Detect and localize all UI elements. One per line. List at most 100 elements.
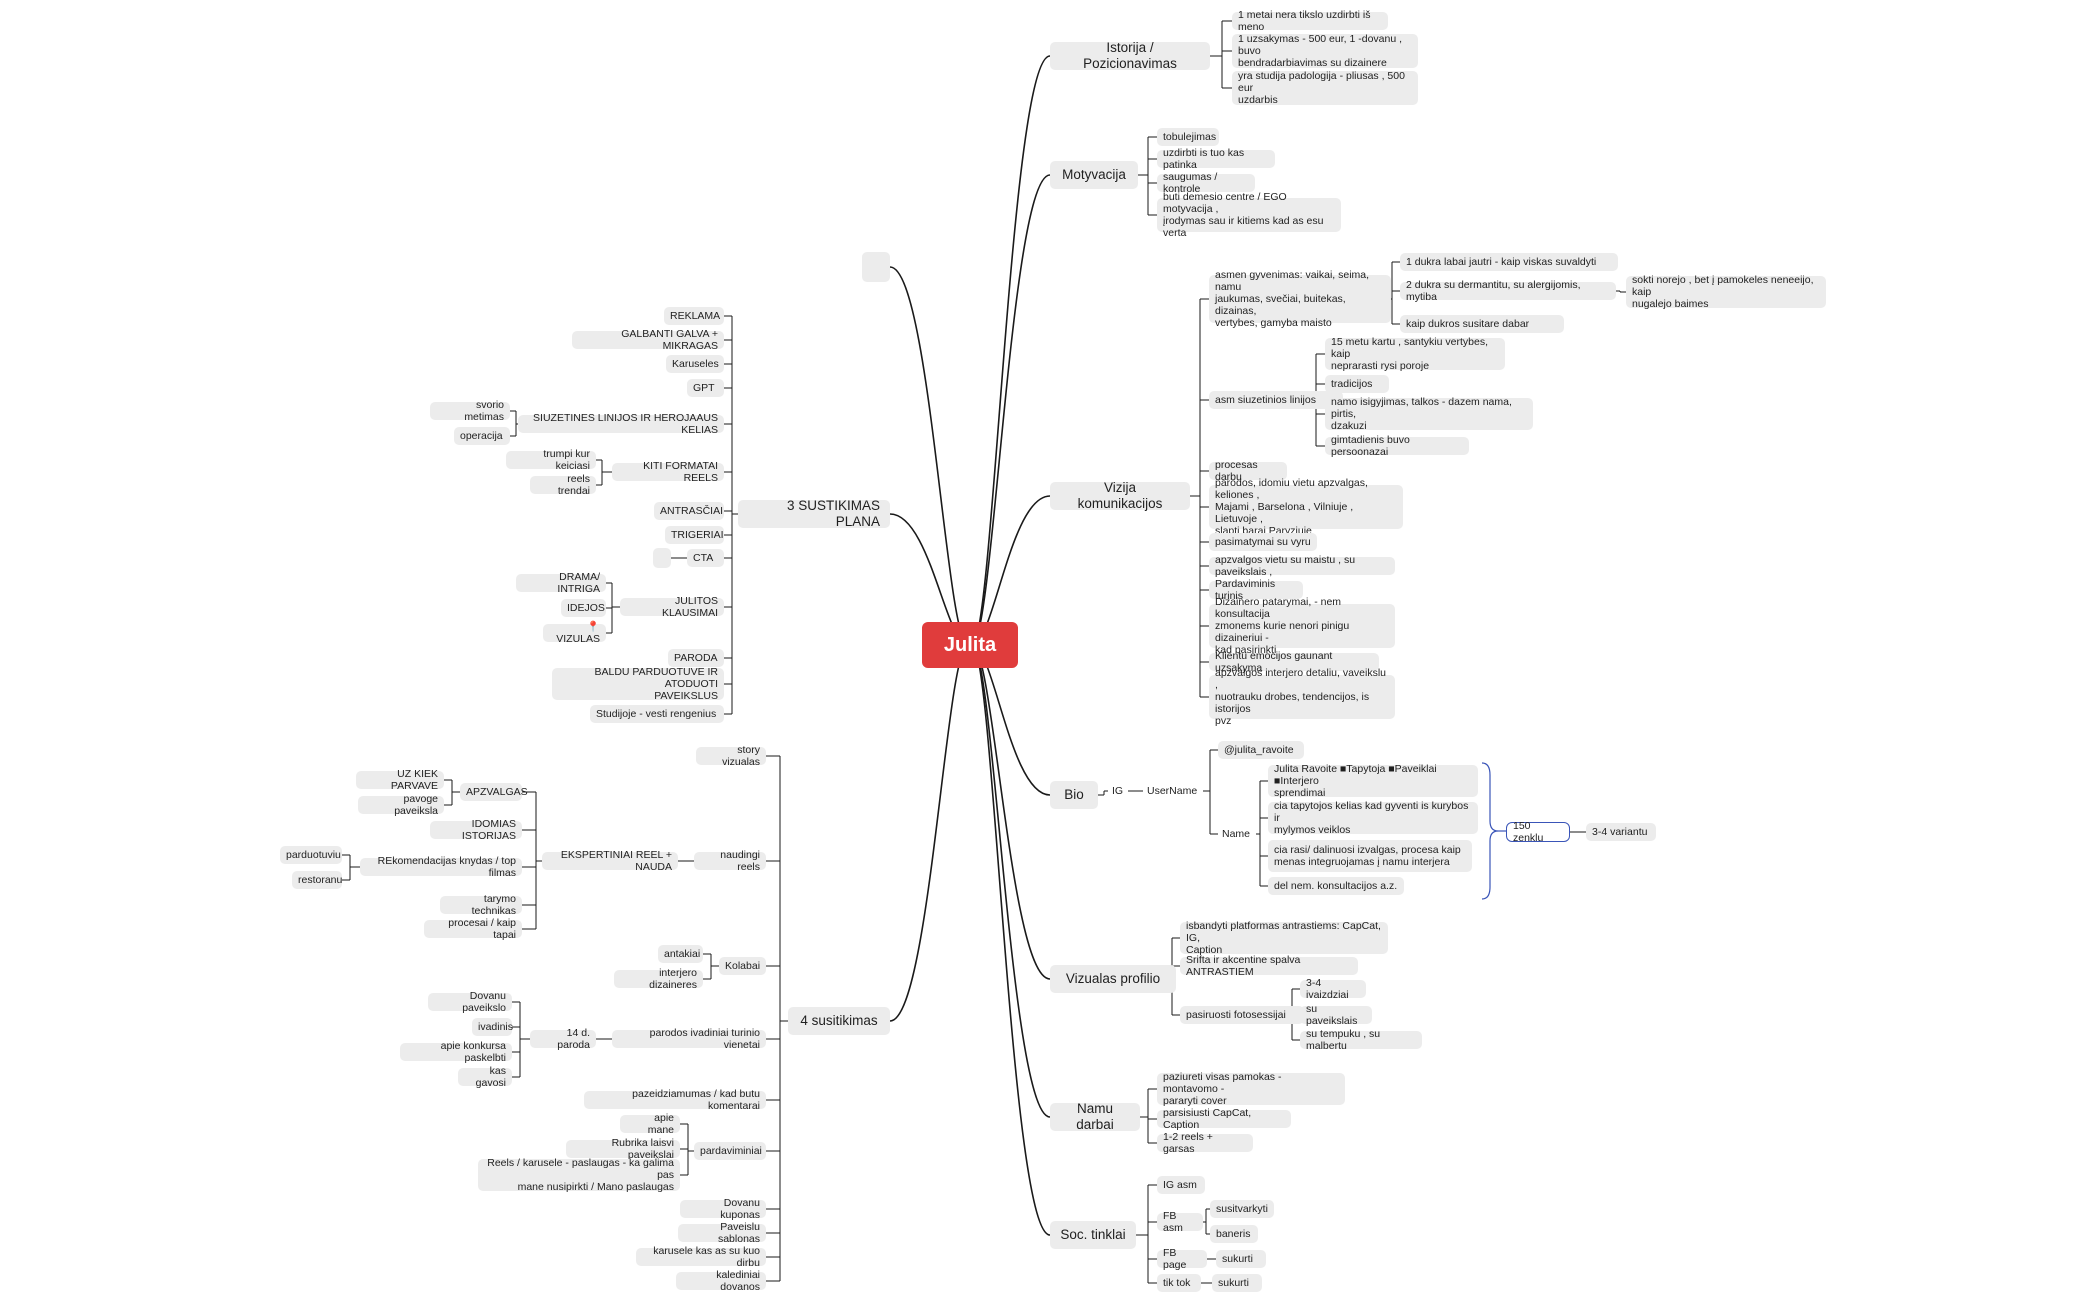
topic-node-trigeriai[interactable]: TRIGERIAI [665,526,724,544]
topic-node-siuzetines-linijos-ir-herojaaus-kelias[interactable]: SIUZETINES LINIJOS IR HEROJAAUS KELIAS [518,412,724,436]
topic-node-1-dukra-labai-jautri-kaip-viskas-suvaldy[interactable]: 1 dukra labai jautri - kaip viskas suval… [1400,253,1618,271]
main-topic-motyvacija[interactable]: Motyvacija [1050,161,1138,189]
main-topic-soc-tinklai[interactable]: Soc. tinklai [1050,1221,1136,1249]
topic-node-srifta-ir-akcentine-spalva-antrastiem[interactable]: Srifta ir akcentine spalva ANTRASTIEM [1180,954,1358,978]
topic-node-fb-asm[interactable]: FB asm [1157,1210,1203,1234]
topic-node-14-d-paroda[interactable]: 14 d. paroda [530,1027,596,1051]
topic-node-parodos-ivadiniai-turinio-vienetai[interactable]: parodos ivadiniai turinio vienetai [612,1027,766,1051]
central-topic[interactable]: Julita [922,622,1018,668]
topic-node-julita-ravoite-tapytoja-paveiklai-interj[interactable]: Julita Ravoite ■Tapytoja ■Paveiklai ■Int… [1268,763,1478,799]
topic-node-uz-kiek-parvave[interactable]: UZ KIEK PARVAVE [356,768,444,792]
topic-node-kiti-formatai-reels[interactable]: KITI FORMATAI REELS [612,460,724,484]
topic-node-15-metu-kartu-santykiu-vertybes-kaip-nep[interactable]: 15 metu kartu , santykiu vertybes, kaip … [1325,336,1505,372]
topic-node-kalediniai-dovanos[interactable]: kalediniai dovanos [676,1269,766,1293]
topic-node-baneris[interactable]: baneris [1210,1225,1258,1243]
topic-node-username[interactable]: UserName [1143,782,1203,800]
topic-node-pardaviminiai[interactable]: pardaviminiai [694,1142,766,1160]
topic-node-baldu-parduotuve-ir-atoduoti-paveikslus[interactable]: BALDU PARDUOTUVE IR ATODUOTI PAVEIKSLUS [552,666,724,702]
topic-node-ig[interactable]: IG [1108,782,1128,800]
topic-node-apie-konkursa-paskelbti[interactable]: apie konkursa paskelbti [400,1040,512,1064]
topic-node-gimtadienis-buvo-persoonazai[interactable]: gimtadienis buvo persoonazai [1325,434,1469,458]
topic-node-apzvalgos-interjero-detaliu-vaveikslu-nu[interactable]: apzvalgos interjero detaliu, vaveikslu ,… [1209,667,1395,727]
topic-node-reklama[interactable]: REKLAMA [664,307,724,325]
topic-node-parduotuviu[interactable]: parduotuviu [280,846,342,864]
topic-node-fb-page[interactable]: FB page [1157,1247,1207,1271]
topic-node-paroda[interactable]: PARODA [668,649,724,667]
topic-node-apie-mane[interactable]: apie mane [620,1112,680,1136]
topic-node-interjero-dizaineres[interactable]: interjero dizaineres [614,967,703,991]
topic-node-idomias-istorijas[interactable]: IDOMIAS ISTORIJAS [430,818,522,842]
topic-node-apzvalgas[interactable]: APZVALGAS [460,783,528,801]
topic-node-drama-intriga[interactable]: DRAMA/ INTRIGA [516,571,606,595]
topic-node-su-paveikslais[interactable]: su paveikslais [1300,1003,1372,1027]
topic-node-ivadinis[interactable]: ivadinis [472,1018,513,1036]
topic-node-julitos-klausimai[interactable]: JULITOS KLAUSIMAI [620,595,724,619]
main-topic-3-sustikimas-plana[interactable]: 3 SUSTIKIMAS PLANA [738,498,890,529]
topic-node-saugumas-kontrole[interactable]: saugumas / kontrole [1157,171,1255,195]
topic-node-antakiai[interactable]: antakiai [658,945,703,963]
topic-node-1-2-reels-garsas[interactable]: 1-2 reels + garsas [1157,1131,1253,1155]
topic-node-sukurti[interactable]: sukurti [1212,1274,1262,1292]
topic-node-tradicijos[interactable]: tradicijos [1325,375,1389,393]
topic-node-1-metai-nera-tikslo-uzdirbti-i-meno[interactable]: 1 metai nera tikslo uzdirbti iš meno [1232,9,1388,33]
main-topic-istorija-pozicionavimas[interactable]: Istorija / Pozicionavimas [1050,40,1210,71]
topic-node-paveislu-sablonas[interactable]: Paveislu sablonas [678,1221,766,1245]
topic-node-uzdirbti-is-tuo-kas-patinka[interactable]: uzdirbti is tuo kas patinka [1157,147,1275,171]
topic-node-ekspertiniai-reel-nauda[interactable]: EKSPERTINIAI REEL + NAUDA [542,849,678,873]
topic-node-kolabai[interactable]: Kolabai [719,957,766,975]
topic-node-karuseles[interactable]: Karuseles [666,355,724,373]
topic-node-isbandyti-platformas-antrastiems-capcat-[interactable]: isbandyti platformas antrastiems: CapCat… [1180,920,1388,956]
topic-node-yra-studija-padologija-pliusas-500-eur-u[interactable]: yra studija padologija - pliusas , 500 e… [1232,70,1418,106]
topic-node-3-4-variantu[interactable]: 3-4 variantu [1586,823,1656,841]
topic-node-rekomendacijas-knydas-top-filmas[interactable]: REkomendacijas knydas / top filmas [360,855,522,879]
topic-node-dovanu-paveikslo[interactable]: Dovanu paveikslo [428,990,512,1014]
topic-node-kaip-dukros-susitare-dabar[interactable]: kaip dukros susitare dabar [1400,315,1564,333]
topic-node-tik-tok[interactable]: tik tok [1157,1274,1201,1292]
topic-node-3-4-ivaizdziai[interactable]: 3-4 ivaizdziai [1300,977,1366,1001]
main-topic-empty[interactable] [862,252,890,282]
topic-node-pardaviminis-turinis[interactable]: Pardaviminis turinis [1209,578,1303,602]
topic-node-pavoge-paveiksla[interactable]: pavoge paveiksla [358,793,444,817]
topic-node-cia-rasi-dalinuosi-izvalgas-procesa-kaip[interactable]: cia rasi/ dalinuosi izvalgas, procesa ka… [1268,840,1472,872]
topic-node-vizulas[interactable]: 📍VIZULAS [543,621,606,645]
topic-node-kas-gavosi[interactable]: kas gavosi [458,1065,512,1089]
topic-node-galbanti-galva-mikragas[interactable]: GALBANTI GALVA + MIKRAGAS [572,328,724,352]
topic-node-restoranu[interactable]: restoranu [292,871,342,889]
topic-node-pazeidziamumas-kad-butu-komentarai[interactable]: pazeidziamumas / kad butu komentarai [584,1088,766,1112]
topic-node-cia-tapytojos-kelias-kad-gyventi-is-kury[interactable]: cia tapytojos kelias kad gyventi is kury… [1268,800,1478,836]
topic-node-reels-karusele-paslaugas-ka-galima-pas-m[interactable]: Reels / karusele - paslaugas - ka galima… [478,1157,680,1193]
topic-node-namo-isigyjimas-talkos-dazem-nama-pirtis[interactable]: namo isigyjimas, talkos - dazem nama, pi… [1325,396,1533,432]
topic-node-idejos[interactable]: IDEJOS [561,599,606,617]
topic-node-asmen-gyvenimas-vaikai-seima-namu-jaukum[interactable]: asmen gyvenimas: vaikai, seima, namu jau… [1209,269,1391,329]
topic-node-su-tempuku-su-malbertu[interactable]: su tempuku , su malbertu [1300,1028,1422,1052]
topic-node-gpt[interactable]: GPT [687,379,724,397]
main-topic-4-susitikimas[interactable]: 4 susitikimas [788,1007,890,1035]
topic-node-2-dukra-su-dermantitu-su-alergijomis-myt[interactable]: 2 dukra su dermantitu, su alergijomis, m… [1400,279,1616,303]
topic-node-buti-demesio-centre-ego-motyvacija-rodym[interactable]: buti demesio centre / EGO motyvacija , į… [1157,191,1341,239]
topic-node-parodos-idomiu-vietu-apzvalgas-keliones-[interactable]: parodos, idomiu vietu apzvalgas, kelione… [1209,477,1403,537]
topic-node-del-nem-konsultacijos-a-z[interactable]: del nem. konsultacijos a.z. [1268,877,1404,895]
topic-node-naudingi-reels[interactable]: naudingi reels [694,849,766,873]
topic-node-svorio-metimas[interactable]: svorio metimas [430,399,510,423]
topic-node-sokti-norejo-bet-pamokeles-neneeijo-kaip[interactable]: sokti norejo , bet į pamokeles neneeijo,… [1626,274,1826,310]
topic-node-trumpi-kur-keiciasi[interactable]: trumpi kur keiciasi [506,448,596,472]
topic-node-operacija[interactable]: operacija [454,427,510,445]
topic-node-rubrika-laisvi-paveikslai[interactable]: Rubrika laisvi paveikslai [566,1137,680,1161]
main-topic-vizija-komunikacijos[interactable]: Vizija komunikacijos [1050,480,1190,511]
topic-node-pasiruosti-fotosessijai[interactable]: pasiruosti fotosessijai [1180,1006,1304,1024]
topic-node-dovanu-kuponas[interactable]: Dovanu kuponas [680,1197,766,1221]
topic-node-tobulejimas[interactable]: tobulejimas [1157,128,1219,146]
topic-node-procesas-darbu[interactable]: procesas darbu [1209,459,1287,483]
topic-node-susitvarkyti[interactable]: susitvarkyti [1210,1200,1274,1218]
topic-node-klientu-emocijos-gaunant-uzsakyma[interactable]: Klientu emocijos gaunant uzsakyma [1209,650,1379,674]
topic-node-dizainero-patarymai-nem-konsultacija-zmo[interactable]: Dizainero patarymai, - nem konsultacija … [1209,596,1395,656]
topic-node-procesai-kaip-tapai[interactable]: procesai / kaip tapai [424,917,522,941]
topic-node-sukurti[interactable]: sukurti [1216,1250,1266,1268]
topic-node-paziureti-visas-pamokas-montavomo-parary[interactable]: paziureti visas pamokas - montavomo - pa… [1157,1071,1345,1107]
topic-node-antras-iai[interactable]: ANTRASČIAI [654,502,724,520]
topic-node-1-uzsakymas-500-eur-1-dovanu-buvo-bendra[interactable]: 1 uzsakymas - 500 eur, 1 -dovanu , buvo … [1232,33,1418,69]
main-topic-bio[interactable]: Bio [1050,781,1098,809]
topic-node-julita-ravoite[interactable]: @julita_ravoite [1218,741,1304,759]
topic-node-tarymo-technikas[interactable]: tarymo technikas [440,893,522,917]
topic-node-name[interactable]: Name [1218,825,1256,843]
